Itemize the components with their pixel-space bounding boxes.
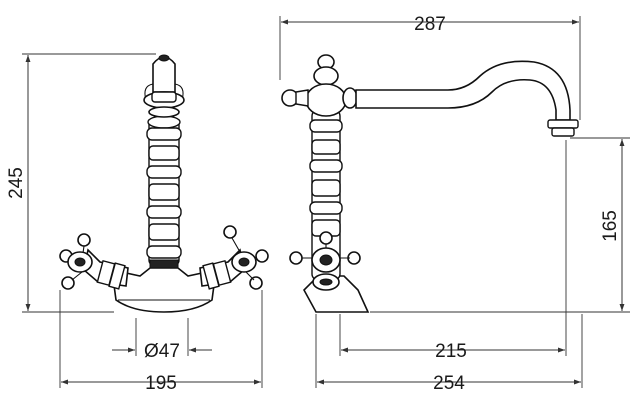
front-top-handle <box>143 54 185 118</box>
front-left-handle <box>59 233 129 290</box>
side-head <box>281 54 358 117</box>
side-spout <box>355 60 571 121</box>
side-column <box>309 109 343 281</box>
dimension-overall-reach: 287 <box>414 14 446 35</box>
dimension-spout-projection: 215 <box>435 341 467 362</box>
dimension-base-width: 195 <box>145 373 177 394</box>
front-column <box>146 115 182 269</box>
side-view <box>281 54 579 313</box>
side-spout-aerator <box>547 119 579 129</box>
dimension-hole-diameter: Ø47 <box>144 341 180 362</box>
dimension-overall-height: 245 <box>6 167 27 199</box>
dimension-lines <box>22 16 630 388</box>
front-view <box>59 54 269 313</box>
dimension-base-depth: 254 <box>433 373 465 394</box>
front-right-handle <box>199 225 269 290</box>
side-cross-handle <box>289 231 361 291</box>
dimension-spout-height: 165 <box>600 210 621 242</box>
